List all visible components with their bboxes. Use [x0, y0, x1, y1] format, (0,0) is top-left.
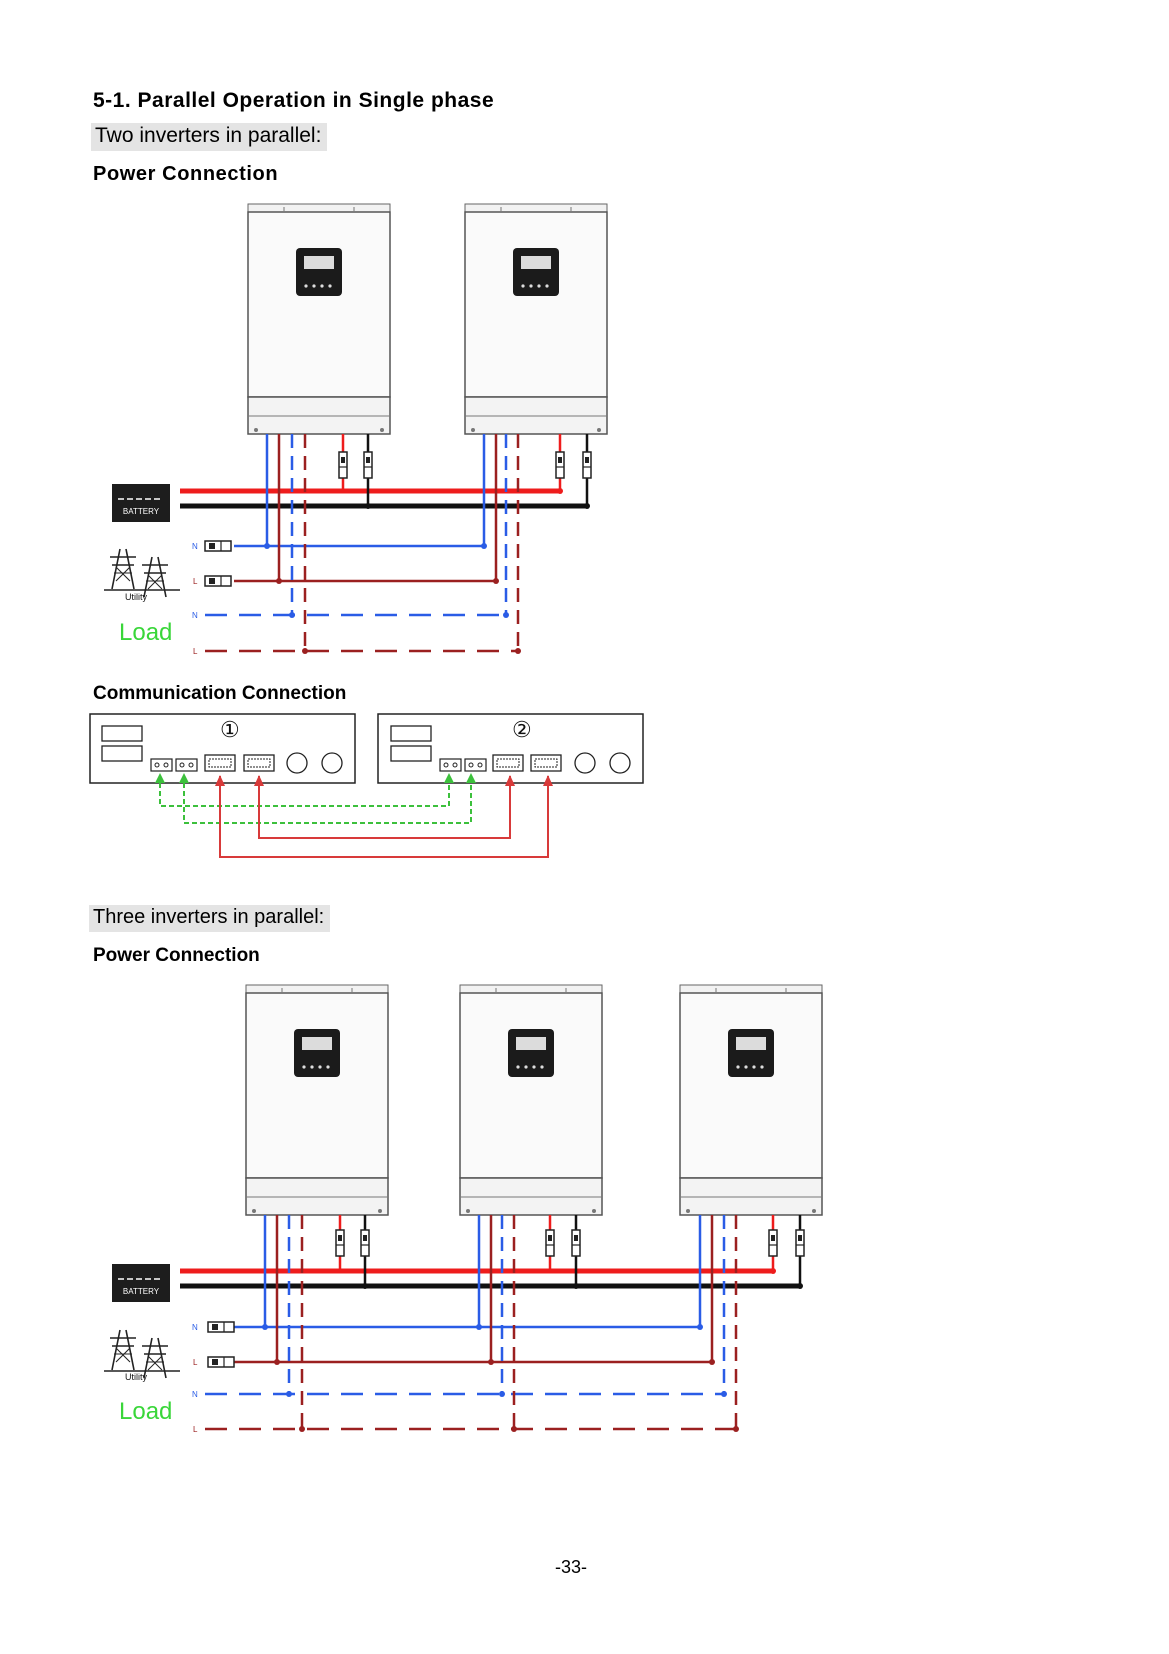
power-connection-heading-two: Power Connection — [93, 163, 279, 185]
section-title: 5-1. Parallel Operation in Single phase — [93, 89, 494, 113]
battery-icon — [111, 483, 171, 523]
current-share-cable-2 — [183, 775, 472, 824]
battery-label: BATTERY — [123, 507, 160, 516]
inverter-unit-2 — [464, 203, 608, 435]
unit-marker-1: ① — [220, 717, 240, 742]
load-label-three: Load — [119, 1398, 172, 1425]
battery-label-three: BATTERY — [123, 1287, 160, 1296]
load-l-label: L — [193, 647, 198, 656]
load-n-label: N — [192, 611, 198, 620]
load-n-label-three: N — [192, 1390, 198, 1399]
power-connection-heading-three: Power Connection — [93, 945, 260, 966]
three-inverters-label: Three inverters in parallel: — [89, 905, 331, 932]
communication-diagram: ① ② — [89, 713, 644, 858]
utility-label: Utility — [125, 592, 147, 602]
parallel-cable-1 — [219, 776, 549, 858]
load-label: Load — [119, 619, 172, 646]
page-number: -33- — [555, 1557, 588, 1577]
utility-l-label-three: L — [193, 1358, 198, 1367]
utility-icon-three — [104, 1329, 180, 1379]
section-separator: . — [124, 89, 138, 112]
utility-n-label: N — [192, 542, 198, 551]
load-l-label-three: L — [193, 1425, 198, 1434]
communication-connection-heading: Communication Connection — [93, 683, 347, 704]
inverter-unit-c — [679, 984, 823, 1216]
section-number: 5-1 — [93, 89, 125, 112]
battery-icon-three — [111, 1263, 171, 1303]
inverter-unit-a — [245, 984, 389, 1216]
section-title-text: Parallel Operation in Single phase — [137, 89, 495, 112]
utility-icon — [104, 548, 180, 598]
three-inverter-power-diagram: BATTERY Utility Load N L N L — [104, 984, 823, 1434]
inverter-unit-b — [459, 984, 603, 1216]
utility-label-three: Utility — [125, 1372, 147, 1382]
two-inverters-label: Two inverters in parallel: — [91, 123, 328, 151]
utility-n-label-three: N — [192, 1323, 198, 1332]
parallel-cable-2 — [258, 776, 511, 839]
inverter-unit-1 — [247, 203, 391, 435]
unit-marker-2: ② — [512, 717, 532, 742]
utility-l-label: L — [193, 577, 198, 586]
